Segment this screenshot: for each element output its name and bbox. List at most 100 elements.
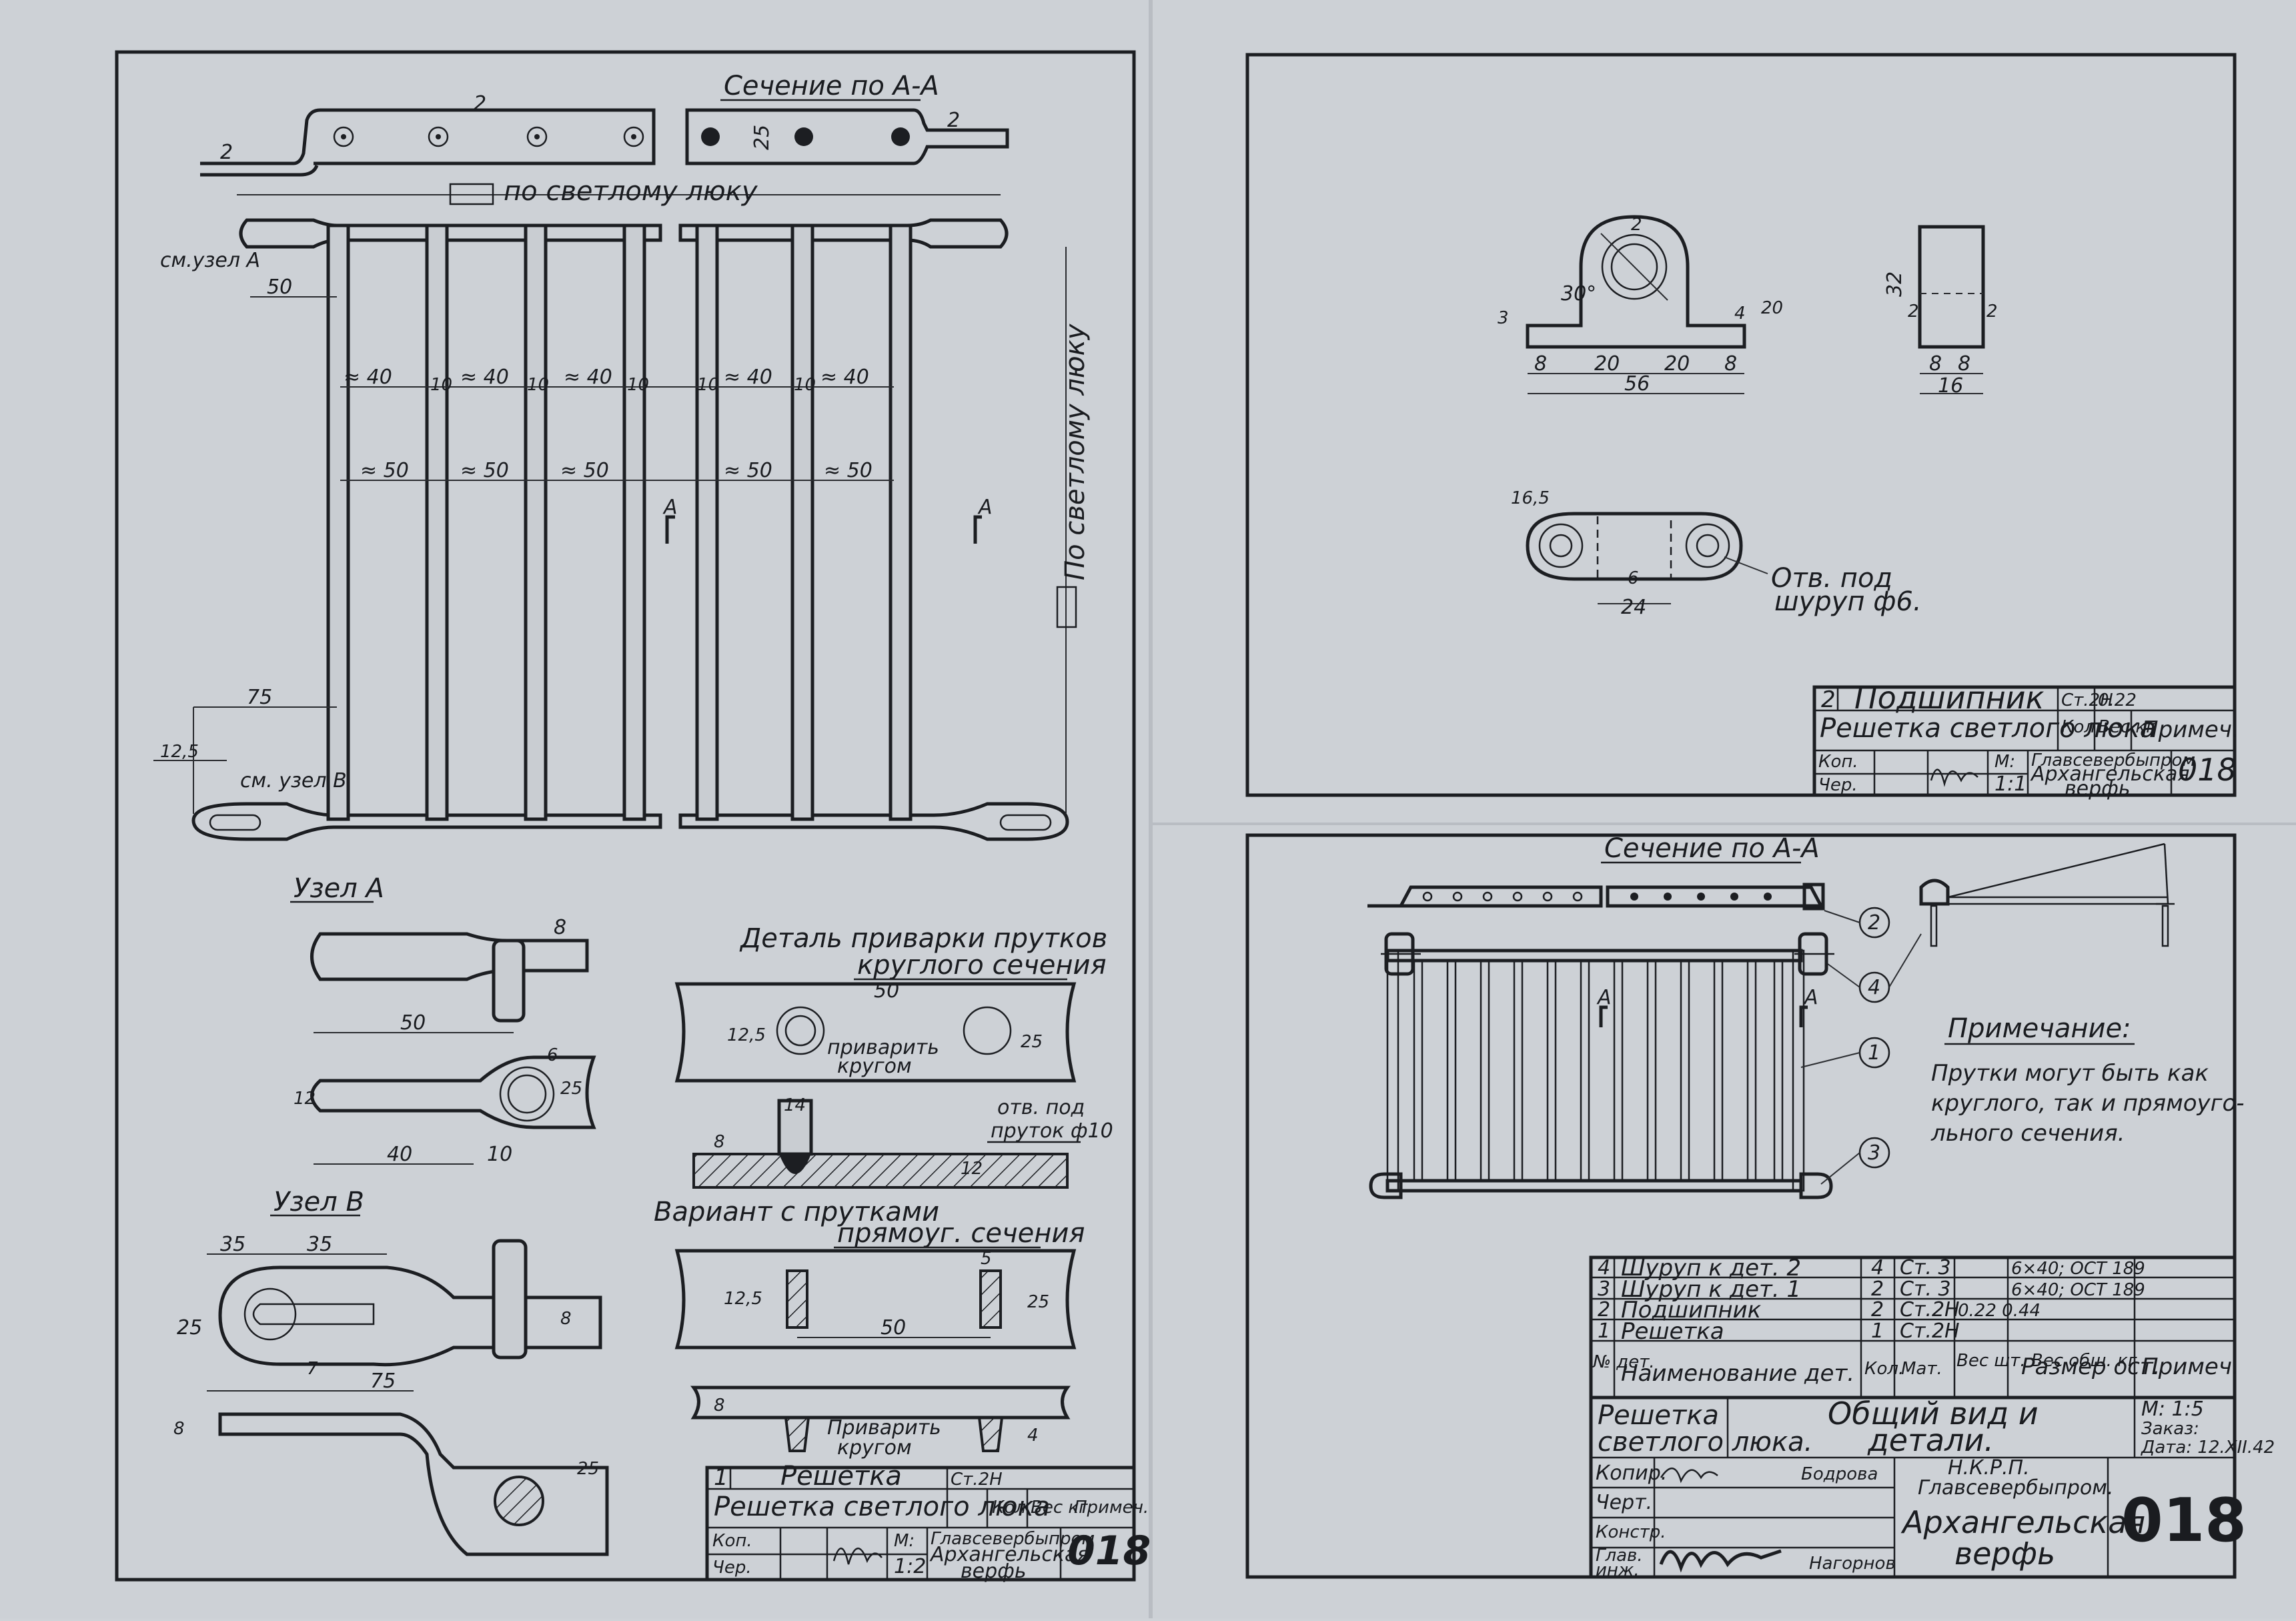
parts-row-4: 1 Решетка 1 Ст.2Н [1598,1318,1960,1345]
section-aa-strip: Сечение по А-А 25 2 [685,71,1009,165]
assembly-side-view [1919,843,2175,947]
dim-label: 75 [370,1370,396,1393]
dim-label: 20 [1594,352,1620,376]
dim-label: 16 [1938,374,1963,398]
signature [832,1547,883,1565]
title-scale: 1:2 [894,1555,926,1578]
part-name: Шуруп к дет. 2 [1621,1255,1801,1281]
drawing-number: 018 [2178,752,2237,788]
dim-label: 8 [554,916,566,939]
signature [1659,1549,1782,1573]
dim-label: 50 [881,1316,906,1339]
header-no: № дет. [1592,1352,1655,1372]
header-material: Мат. [1901,1359,1942,1379]
hole-note: пруток ф10 [991,1119,1113,1143]
dim-label: 5 [981,1249,992,1269]
strip-side-view: 2 2 [200,92,656,177]
assembly-sheet: Сечение по А-А [1367,833,2275,1580]
left-sheet: 2 2 Сечение по А-А 25 2 по светлому люку [153,71,1151,1583]
header-note: Примеч. [2141,1354,2239,1380]
title-org: Главсевербыпром [2031,750,2195,770]
title-material: Ст.2Н [2061,690,2113,710]
dim-label: 56 [1624,372,1650,396]
dim-label: 2 [1986,302,1998,322]
part-size: 6×40; ОСТ 189 [2011,1280,2145,1300]
title-pos: 2 [1821,686,1836,713]
part-qty: 4 [1871,1256,1884,1279]
title-drawing: детали. [1867,1422,1994,1458]
dim-label: 25 [560,1079,582,1099]
dim-label: 35 [220,1233,245,1256]
title-note-label: Примеч. [2141,716,2239,743]
dim-label: 10 [527,375,549,395]
part-weight: 0.22 0.44 [1958,1301,2041,1321]
dim-label: 25 [750,125,774,150]
node-a-detail: Узел А 50 8 40 10 12 25 6 [290,873,596,1166]
title-assembly: светлого люка. [1598,1427,1812,1458]
dim-label: 12,5 [724,1289,762,1309]
part-material: Ст. 3 [1900,1256,1951,1279]
parts-row-1: 4 Шуруп к дет. 2 4 Ст. 3 6×40; ОСТ 189 [1598,1255,2145,1281]
bearing-side-view: 8 8 16 32 2 2 [1883,225,1998,398]
dim-label: 10 [627,375,649,395]
section-mark: А [1803,986,1818,1009]
title-chief-label: Глав. [1596,1546,1643,1566]
part-no: 2 [1598,1298,1610,1321]
dim-label: 32 [1883,272,1906,297]
title-order: Заказ: [2141,1419,2199,1439]
dim-label: 8 [714,1132,725,1152]
title-org: Главсевербыпром. [1918,1476,2113,1500]
callouts: 2 4 1 3 [1800,907,1922,1185]
dim-label: 50 [267,276,292,299]
dim-label: 7 [307,1359,318,1379]
weld-detail: Деталь приварки прутков круглого сечения… [674,923,1113,1189]
bearing-front-view: 8 20 20 8 56 30° 3 20 4 2 [1498,215,1783,396]
dim-label: 12,5 [727,1025,766,1045]
bearing-sheet-frame [1245,53,2237,797]
title-org: Архангельская [929,1543,1089,1566]
dim-label: 25 [577,1459,599,1479]
title-chief-label: инж. [1596,1560,1640,1580]
note-line: круглого, так и прямоуго- [1931,1090,2245,1117]
title-note-label: Примеч. [1074,1498,1149,1518]
dim-label: 8 [1958,352,1970,376]
dim-label: 8 [1929,352,1942,376]
dim-label: 2 [947,109,960,132]
dim-label: 10 [487,1143,512,1166]
header-size: Размер ост. [2021,1354,2160,1380]
assembly-title-block: Решетка светлого люка. Общий вид и детал… [1589,1396,2275,1580]
dim-label: 2 [1908,302,1919,322]
hole-note: шуруп ф6. [1774,586,1922,617]
callout-label: 1 [1868,1041,1880,1065]
dim-label: 30° [1561,282,1596,306]
parts-list: 4 Шуруп к дет. 2 4 Ст. 3 6×40; ОСТ 189 3… [1589,1255,2239,1400]
section-title: Сечение по А-А [1604,833,1820,864]
title-org: верфь [961,1560,1027,1583]
dim-label: ≈ 50 [560,459,609,482]
title-copy-label: Копир. [1596,1462,1667,1485]
dim-label: ≈ 40 [344,366,392,389]
parts-header: № дет. Наименование дет. Кол. Мат. Вес ш… [1592,1351,2239,1387]
callout-label: 2 [1868,911,1880,935]
part-name: Шуруп к дет. 1 [1621,1276,1801,1303]
dim-label: 6 [547,1045,558,1065]
dim-label: 14 [784,1095,806,1115]
title-assembly: Решетка светлого люка [714,1492,1050,1522]
dim-label: ≈ 40 [460,366,509,389]
title-chief-name: Нагорнов [1809,1554,1896,1574]
part-no: 3 [1598,1277,1610,1301]
section-mark: А [977,496,993,519]
left-title-block: 1 Решетка Ст.2Н Решетка светлого люка Ко… [705,1461,1151,1583]
parts-row-3: 2 Подшипник 2 Ст.2Н 0.22 0.44 [1598,1297,2041,1323]
title-checked-label: Чер. [712,1558,752,1578]
part-material: Ст.2Н [1900,1319,1960,1343]
weld-title: Деталь приварки прутков [739,923,1107,954]
title-drawn-label: Черт. [1596,1491,1652,1514]
dim-label: 10 [697,375,719,395]
title-org: Архангельская [2030,762,2189,786]
dim-label: 8 [1724,352,1737,376]
dim-label: 2 [474,92,486,115]
drawing-number: 018 [2121,1486,2247,1556]
title-drawn-label: Коп. [1818,752,1858,772]
